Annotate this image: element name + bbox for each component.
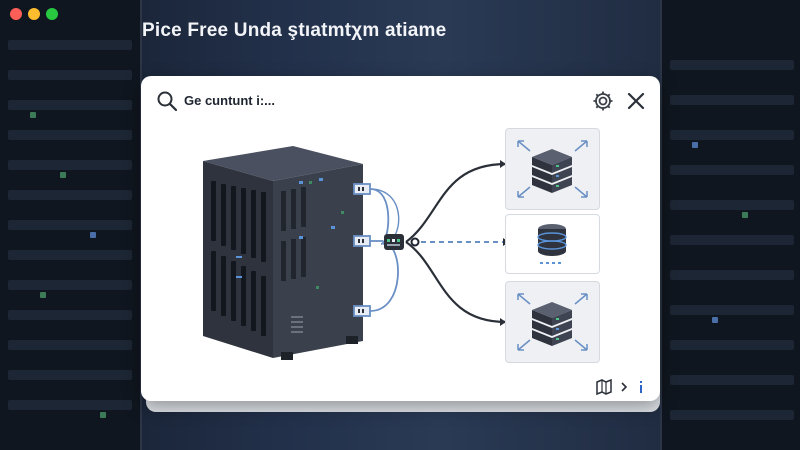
window-titlebar	[0, 0, 800, 28]
close-icon[interactable]	[624, 89, 648, 113]
close-window-button[interactable]	[10, 8, 22, 20]
server-tower	[203, 146, 363, 360]
dialog-panel: Ge cuntunt i:...	[141, 76, 660, 401]
search-icon[interactable]	[156, 90, 178, 112]
search-field[interactable]: Ge cuntunt i:...	[184, 93, 275, 108]
server-stack-bottom-card[interactable]	[505, 281, 600, 363]
network-diagram	[203, 146, 509, 360]
gear-icon[interactable]	[591, 89, 615, 113]
map-icon[interactable]	[595, 379, 613, 395]
window-title: Pice Free Unda ştıatmtχm atiame	[142, 20, 447, 41]
server-stack-icon	[517, 140, 588, 198]
zoom-window-button[interactable]	[46, 8, 58, 20]
switch-node	[384, 234, 420, 250]
minimize-window-button[interactable]	[28, 8, 40, 20]
server-stack-top-card[interactable]	[505, 128, 600, 210]
database-card[interactable]	[505, 214, 600, 274]
server-stack-icon	[517, 293, 588, 351]
connection-lines	[405, 162, 507, 324]
info-icon[interactable]	[637, 379, 645, 395]
chevron-right-icon[interactable]	[619, 379, 629, 395]
database-icon	[537, 224, 567, 264]
